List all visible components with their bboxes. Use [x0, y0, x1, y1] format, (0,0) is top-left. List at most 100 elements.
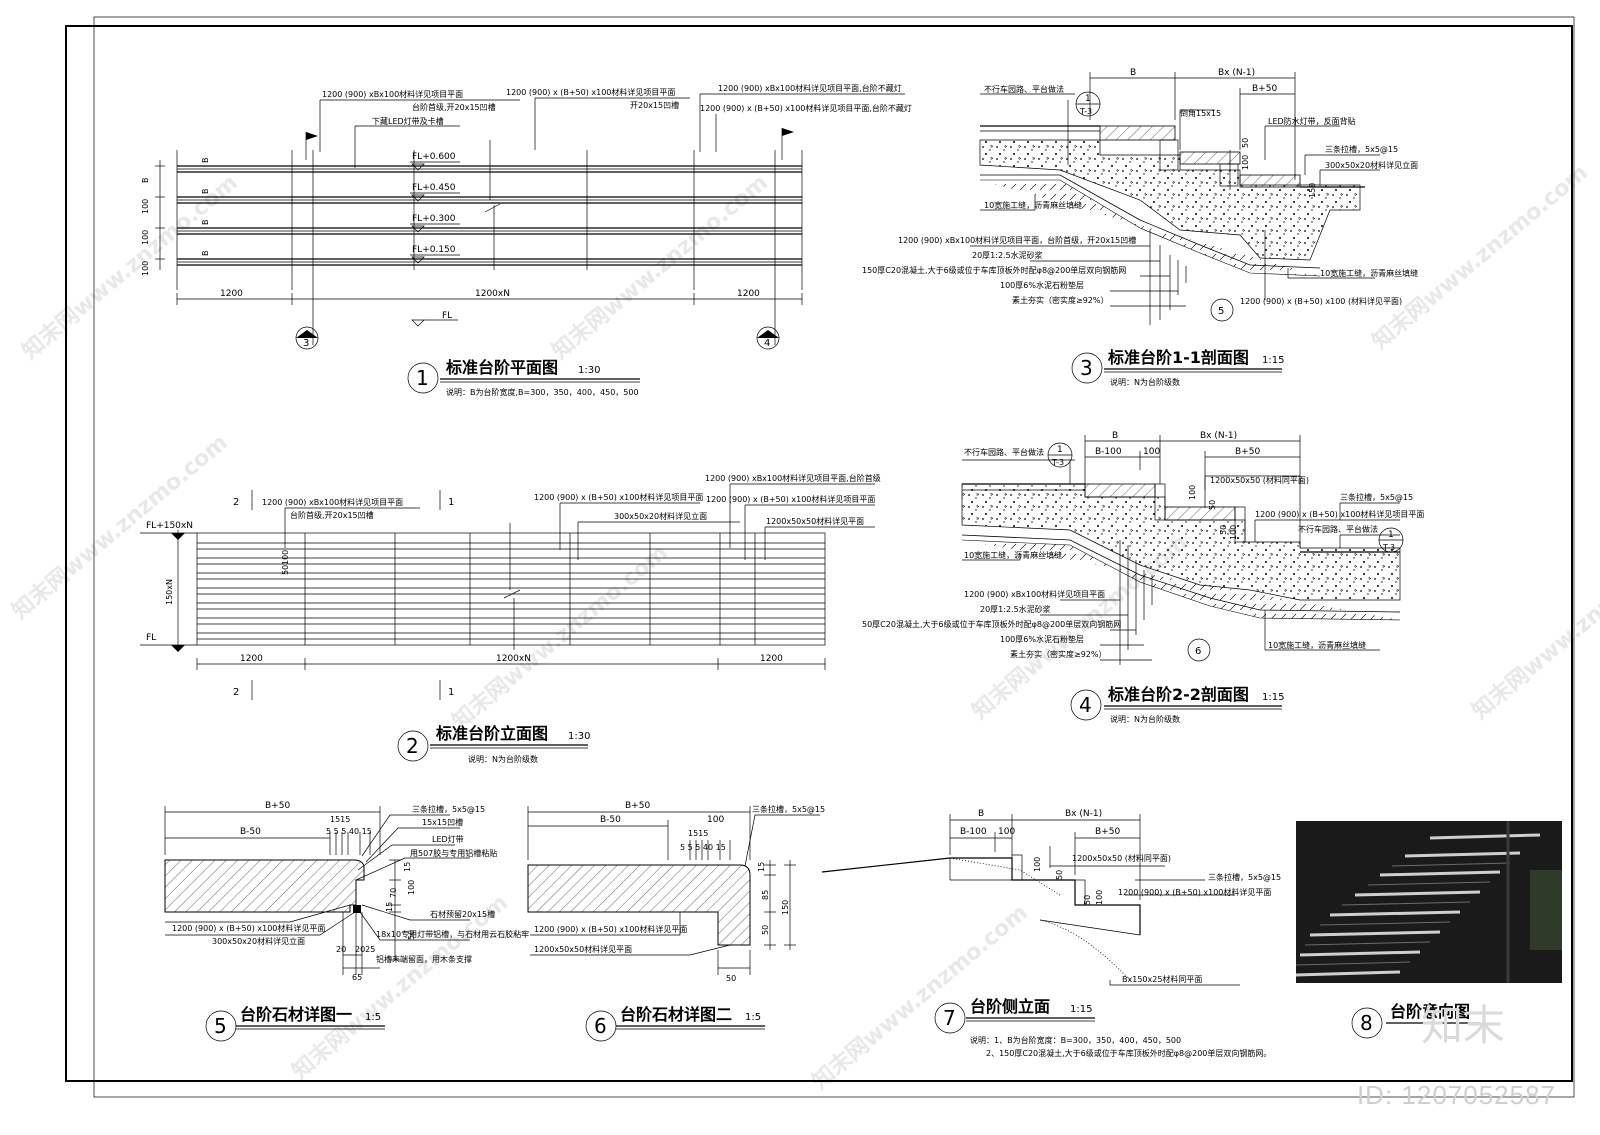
dim-label: Bx (N-1)	[1218, 68, 1255, 78]
layer-note: 150厚C20混凝土,大于6级或位于车库顶板外时配φ8@200单层双向钢筋网	[862, 265, 1126, 275]
figure-title: 台阶侧立面	[970, 997, 1050, 1016]
sec-note: 10宽施工缝，沥青麻丝填缝	[984, 200, 1082, 210]
det-note: LED灯带	[432, 834, 464, 844]
sec-note: 1200x50x50 (材料同平面)	[1210, 475, 1309, 485]
figure-note: 说明：N为台阶级数	[468, 754, 538, 764]
dim-label: 20	[336, 945, 346, 954]
figure-scale: 1:30	[568, 731, 590, 742]
figure-note: 说明：N为台阶级数	[1110, 714, 1180, 724]
layer-note: 素土夯实（密实度≥92%）	[1010, 649, 1106, 659]
dim-label: B	[201, 158, 210, 164]
figure-scale: 1:15	[1070, 1004, 1092, 1015]
section-marker: 4	[764, 338, 770, 349]
figure-scale: 1:15	[1262, 355, 1284, 366]
figure-number: 5	[214, 1014, 227, 1038]
cut-label: 1	[448, 497, 454, 508]
dim-label: B	[978, 809, 984, 819]
level-label: FL+0.450	[412, 183, 456, 193]
elev-note: 300x50x20材料详见立面	[614, 511, 707, 521]
dim-label: 1515	[688, 829, 708, 838]
dim-label: 50	[1241, 138, 1250, 148]
elev-note: 1200x50x50材料详见平面	[766, 516, 864, 526]
dim-label: 5 5 5 40 15	[326, 827, 372, 836]
sec-note: 不行车园路、平台做法	[1298, 524, 1378, 534]
figure-note: 说明：N为台阶级数	[1110, 377, 1180, 387]
dim-label: 100	[1143, 447, 1160, 457]
det-note: 石材预留20x15槽	[430, 909, 495, 919]
watermark-brand: 知末	[1420, 1001, 1505, 1050]
level-label: FL+0.150	[412, 245, 456, 255]
watermark-text: 知末网www.znzmo.com	[447, 539, 673, 734]
plan-note: 台阶首级,开20x15凹槽	[412, 102, 496, 112]
elev-note: 台阶首级,开20x15凹槽	[290, 510, 374, 520]
dim-label: B-100	[960, 827, 987, 837]
dim-label: B	[201, 220, 210, 226]
det-note: 三条拉槽，5x5@15	[752, 804, 825, 814]
fl-label: FL	[146, 633, 156, 643]
sec-note: LED防水灯带，反面背贴	[1268, 116, 1356, 126]
dim-label: 100	[281, 550, 290, 565]
section-marker: 1	[1057, 445, 1063, 455]
figure-title: 标准台阶立面图	[435, 724, 548, 743]
figure-note: 说明：B为台阶宽度,B=300，350，400，450，500	[446, 387, 639, 397]
figure-number: 2	[406, 734, 419, 758]
dim-label: 100	[707, 815, 724, 825]
watermark-text: 知末网www.znzmo.com	[17, 169, 243, 364]
figure-number: 7	[943, 1006, 956, 1030]
watermark-text: 知末网www.znzmo.com	[1367, 159, 1593, 354]
figure-title: 台阶意向图	[1390, 1002, 1470, 1021]
plan-note: 1200 (900) xBx100材料详见项目平面	[322, 89, 463, 99]
cut-label: 2	[233, 687, 239, 698]
dim-label: 100	[1188, 485, 1197, 500]
det-note: 1200 (900) x (B+50) x100材料详见平面	[534, 924, 687, 934]
watermark-text: 知末网www.znzmo.com	[1467, 529, 1600, 724]
dim-label: B+50	[1095, 827, 1120, 837]
section-marker-sub: T-3	[1079, 107, 1092, 116]
dim-label: 50	[281, 565, 290, 575]
section-marker-sub: T-3	[1382, 543, 1395, 552]
figure-title: 标准台阶平面图	[445, 358, 558, 377]
outer-border	[93, 16, 1575, 1098]
dim-label: 100	[998, 827, 1015, 837]
dim-label: 50	[761, 925, 770, 935]
figure-number: 3	[1080, 356, 1093, 380]
cut-label: 2	[233, 497, 239, 508]
dim-label: B+50	[1235, 447, 1260, 457]
layer-note: 1200 (900) xBx100材料详见项目平面	[964, 589, 1105, 599]
dim-label: 150	[781, 900, 790, 915]
dim-label: 100	[141, 199, 150, 214]
det-note: 15x15凹槽	[422, 817, 463, 827]
section-marker: 1	[1388, 530, 1394, 540]
sec-note: 三条拉槽，5x5@15	[1340, 492, 1413, 502]
elevation-view: FL+150xN FL 150xN 50 100 1200 (900) xBx1…	[140, 473, 881, 764]
sec-note: 1200 (900) x (B+50) x100材料详见项目平面	[1255, 509, 1424, 519]
figure-scale: 1:15	[1262, 692, 1284, 703]
dim-label: 50	[1083, 895, 1092, 905]
dim-label: B-50	[600, 815, 621, 825]
dim-label: 100	[1229, 525, 1238, 540]
dim-label: 1200	[240, 654, 263, 664]
general-note: 说明：1、B为台阶宽度：B=300，350，400，450，500	[970, 1035, 1181, 1045]
layer-note: 50厚C20混凝土,大于6级或位于车库顶板外时配φ8@200单层双向钢筋网	[862, 619, 1121, 629]
plan-note: 下藏LED灯带及卡槽	[372, 116, 444, 126]
sec-note: 不行车园路、平台做法	[964, 447, 1044, 457]
det-note: 三条拉槽，5x5@15	[1208, 872, 1281, 882]
elev-note: 1200 (900) xBx100材料详见项目平面	[262, 497, 403, 507]
plan-view: FL+0.600 FL+0.450 FL+0.300 FL+0.150 FL 1…	[141, 83, 912, 397]
dim-label: 100	[407, 880, 416, 895]
sec-note: 三条拉槽，5x5@15	[1325, 144, 1398, 154]
det-note: Bx150x25材料同平面	[1122, 974, 1202, 984]
plan-note: 开20x15凹槽	[630, 100, 679, 110]
reference-photo: 8 台阶意向图	[1295, 821, 1562, 1039]
dim-label: 15	[757, 862, 766, 872]
sec-note: 倒角15x15	[1180, 108, 1221, 118]
dim-label: 1200xN	[496, 654, 531, 664]
general-note: 2、150厚C20混凝土,大于6级或位于车库顶板外时配φ8@200单层双向钢筋网…	[986, 1048, 1271, 1058]
section-2-2: B Bx (N-1) B-100 100 B+50 1 T-3 不行车园路、平台…	[862, 431, 1424, 724]
figure-number: 4	[1079, 693, 1092, 717]
dim-label: B+50	[625, 801, 650, 811]
stone-detail-2: B+50 B-50 100 1515 5 5 5 40 15 三条拉槽，5x5@…	[527, 801, 825, 1042]
sec-note: 1200 (900) x (B+50) x100 (材料详见平面)	[1240, 296, 1402, 306]
dim-label: B	[141, 178, 150, 184]
